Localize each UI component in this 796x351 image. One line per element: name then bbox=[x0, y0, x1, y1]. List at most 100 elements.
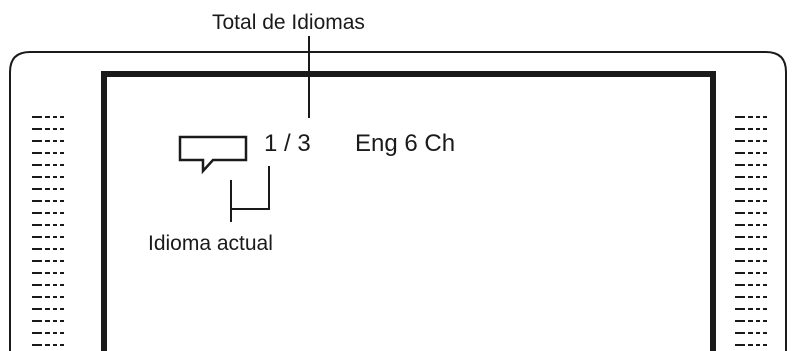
grille-slot bbox=[32, 164, 42, 166]
grille-slot bbox=[756, 128, 760, 130]
grille-slot bbox=[756, 140, 760, 142]
grille-slot bbox=[763, 248, 767, 250]
grille-slot bbox=[53, 224, 57, 226]
grille-slot bbox=[763, 260, 767, 262]
grille-slot bbox=[45, 296, 50, 298]
grille-slot bbox=[748, 344, 753, 346]
grille-slot bbox=[756, 272, 760, 274]
grille-slot bbox=[748, 296, 753, 298]
grille-slot bbox=[735, 164, 745, 166]
grille-slot bbox=[45, 308, 50, 310]
grille-slot bbox=[60, 260, 64, 262]
grille-slot bbox=[45, 188, 50, 190]
grille-slot bbox=[756, 308, 760, 310]
speech-bubble-icon bbox=[178, 135, 248, 175]
grille-slot bbox=[756, 188, 760, 190]
grille-slot bbox=[32, 308, 42, 310]
grille-slot bbox=[748, 200, 753, 202]
grille-slot bbox=[53, 200, 57, 202]
grille-slot bbox=[748, 212, 753, 214]
grille-slot bbox=[45, 236, 50, 238]
grille-slot bbox=[763, 116, 767, 118]
grille-slot bbox=[60, 332, 64, 334]
grille-slot bbox=[763, 200, 767, 202]
grille-slot bbox=[32, 272, 42, 274]
grille-slot bbox=[756, 284, 760, 286]
grille-slot bbox=[45, 152, 50, 154]
grille-slot bbox=[763, 296, 767, 298]
grille-slot bbox=[53, 320, 57, 322]
grille-slot bbox=[735, 188, 745, 190]
grille-slot bbox=[735, 176, 745, 178]
grille-slot bbox=[60, 308, 64, 310]
grille-slot bbox=[45, 260, 50, 262]
grille-slot bbox=[748, 176, 753, 178]
grille-slot bbox=[748, 332, 753, 334]
current-language-label: Idioma actual bbox=[148, 232, 273, 255]
grille-slot bbox=[32, 224, 42, 226]
grille-slot bbox=[45, 128, 50, 130]
grille-slot bbox=[748, 272, 753, 274]
total-languages-label: Total de Idiomas bbox=[212, 11, 365, 34]
grille-slot bbox=[748, 284, 753, 286]
grille-slot bbox=[756, 248, 760, 250]
grille-slot bbox=[60, 128, 64, 130]
grille-slot bbox=[756, 344, 760, 346]
grille-slot bbox=[53, 128, 57, 130]
grille-slot bbox=[763, 212, 767, 214]
grille-slot bbox=[735, 224, 745, 226]
grille-slot bbox=[32, 320, 42, 322]
grille-slot bbox=[45, 176, 50, 178]
grille-slot bbox=[735, 308, 745, 310]
grille-slot bbox=[32, 332, 42, 334]
grille-slot bbox=[32, 260, 42, 262]
grille-slot bbox=[735, 320, 745, 322]
grille-slot bbox=[735, 116, 745, 118]
grille-slot bbox=[735, 212, 745, 214]
grille-slot bbox=[763, 176, 767, 178]
grille-slot bbox=[53, 188, 57, 190]
tv-screen-frame bbox=[101, 71, 716, 351]
grille-slot bbox=[32, 200, 42, 202]
grille-slot bbox=[60, 296, 64, 298]
grille-slot bbox=[763, 224, 767, 226]
grille-slot bbox=[60, 116, 64, 118]
grille-slot bbox=[45, 224, 50, 226]
grille-slot bbox=[763, 164, 767, 166]
audio-language-info: Eng 6 Ch bbox=[355, 130, 456, 157]
grille-slot bbox=[748, 236, 753, 238]
language-track-counter: 1 / 3 bbox=[264, 130, 311, 157]
grille-slot bbox=[32, 140, 42, 142]
grille-slot bbox=[32, 212, 42, 214]
grille-slot bbox=[763, 272, 767, 274]
grille-slot bbox=[60, 140, 64, 142]
grille-slot bbox=[60, 164, 64, 166]
grille-slot bbox=[763, 236, 767, 238]
grille-slot bbox=[735, 296, 745, 298]
grille-slot bbox=[53, 164, 57, 166]
grille-slot bbox=[735, 260, 745, 262]
grille-slot bbox=[53, 116, 57, 118]
grille-slot bbox=[45, 140, 50, 142]
grille-slot bbox=[32, 296, 42, 298]
grille-slot bbox=[60, 152, 64, 154]
grille-slot bbox=[45, 200, 50, 202]
grille-slot bbox=[756, 332, 760, 334]
tv-outer-outline bbox=[9, 51, 787, 351]
grille-slot bbox=[756, 260, 760, 262]
grille-slot bbox=[45, 320, 50, 322]
grille-slot bbox=[735, 284, 745, 286]
grille-slot bbox=[735, 200, 745, 202]
grille-slot bbox=[45, 284, 50, 286]
grille-slot bbox=[45, 344, 50, 346]
grille-slot bbox=[45, 272, 50, 274]
grille-slot bbox=[756, 296, 760, 298]
grille-slot bbox=[60, 176, 64, 178]
grille-slot bbox=[45, 212, 50, 214]
grille-slot bbox=[748, 188, 753, 190]
grille-slot bbox=[53, 260, 57, 262]
grille-slot bbox=[756, 224, 760, 226]
grille-slot bbox=[53, 308, 57, 310]
